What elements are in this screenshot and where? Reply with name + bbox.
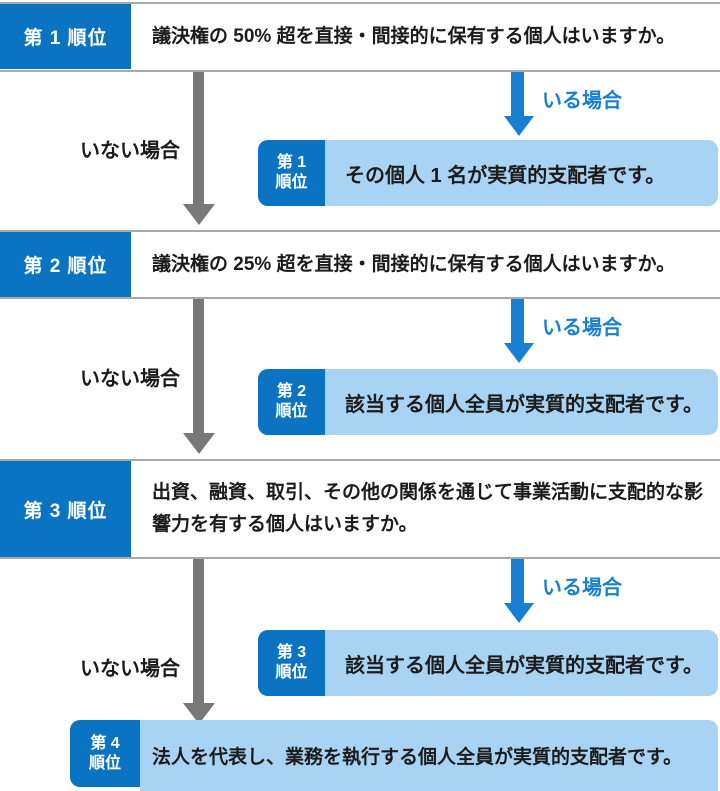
result-3-rank-line2: 順位 (275, 664, 308, 681)
down-arrow-icon (193, 299, 204, 435)
final-rank-line1: 第 4 (90, 734, 120, 752)
final-result-text: 法人を代表し、業務を執行する個人全員が実質的支配者です。 (152, 747, 683, 768)
question-3-text: 出資、融資、取引、その他の関係を通じて事業活動に支配的な影響力を有する個人はいま… (152, 482, 704, 535)
final-rank-badge: 第 4 順位 (70, 720, 140, 787)
question-1: 議決権の 50% 超を直接・間接的に保有する個人はいますか。 (152, 4, 712, 69)
down-arrow-head-icon (183, 703, 215, 724)
down-arrow-icon (511, 72, 524, 118)
rank-3-header: 第 3 順位 (0, 461, 131, 557)
yes-label-2: いる場合 (542, 317, 622, 339)
rank-3-label: 第 3 順位 (23, 500, 108, 522)
down-arrow-head-icon (504, 603, 534, 623)
yes-label-3: いる場合 (542, 577, 622, 599)
result-2-rank-line2: 順位 (275, 403, 308, 420)
result-1-text: その個人 1 名が実質的支配者です。 (345, 164, 666, 187)
separator-line (0, 70, 720, 72)
result-2-rank-badge: 第 2 順位 (258, 369, 325, 435)
rank-1-header: 第 1 順位 (0, 4, 131, 69)
result-1-rank-badge: 第 1 順位 (258, 140, 325, 206)
no-label-1: いない場合 (80, 140, 180, 162)
down-arrow-icon (193, 72, 204, 206)
rank-2-label: 第 2 順位 (23, 256, 108, 277)
final-rank-line2: 順位 (88, 754, 121, 772)
result-1-rank-line1: 第 1 (276, 154, 307, 171)
question-1-text: 議決権の 50% 超を直接・間接的に保有する個人はいますか。 (152, 25, 676, 47)
down-arrow-icon (511, 299, 524, 345)
result-3-rank-line1: 第 3 (276, 644, 307, 661)
no-label-3: いない場合 (80, 658, 180, 680)
result-3-rank-badge: 第 3 順位 (258, 630, 325, 696)
no-label-2: いない場合 (80, 368, 180, 390)
separator-line (0, 459, 720, 461)
down-arrow-head-icon (504, 343, 534, 363)
question-2: 議決権の 25% 超を直接・間接的に保有する個人はいますか。 (152, 232, 712, 297)
separator-line (0, 230, 720, 232)
result-2-rank-line1: 第 2 (276, 383, 307, 400)
separator-line (0, 557, 720, 559)
result-1-rank-line2: 順位 (275, 174, 308, 191)
rank-2-header: 第 2 順位 (0, 232, 131, 297)
down-arrow-head-icon (183, 204, 215, 225)
result-box-3: 第 3 順位 該当する個人全員が実質的支配者です。 (258, 630, 718, 696)
question-3: 出資、融資、取引、その他の関係を通じて事業活動に支配的な影響力を有する個人はいま… (152, 461, 712, 557)
final-result-box: 法人を代表し、業務を執行する個人全員が実質的支配者です。 (140, 720, 718, 791)
rank-1-label: 第 1 順位 (23, 28, 108, 49)
down-arrow-icon (193, 559, 204, 705)
separator-line (0, 2, 720, 4)
down-arrow-icon (511, 559, 524, 605)
separator-line (0, 297, 720, 299)
down-arrow-head-icon (504, 116, 534, 136)
yes-label-1: いる場合 (542, 90, 622, 112)
result-3-text: 該当する個人全員が実質的支配者です。 (345, 654, 703, 677)
down-arrow-head-icon (183, 433, 215, 454)
result-2-text: 該当する個人全員が実質的支配者です。 (345, 393, 703, 416)
question-2-text: 議決権の 25% 超を直接・間接的に保有する個人はいますか。 (152, 253, 676, 275)
result-box-2: 第 2 順位 該当する個人全員が実質的支配者です。 (258, 369, 718, 435)
result-box-1: 第 1 順位 その個人 1 名が実質的支配者です。 (258, 140, 718, 206)
